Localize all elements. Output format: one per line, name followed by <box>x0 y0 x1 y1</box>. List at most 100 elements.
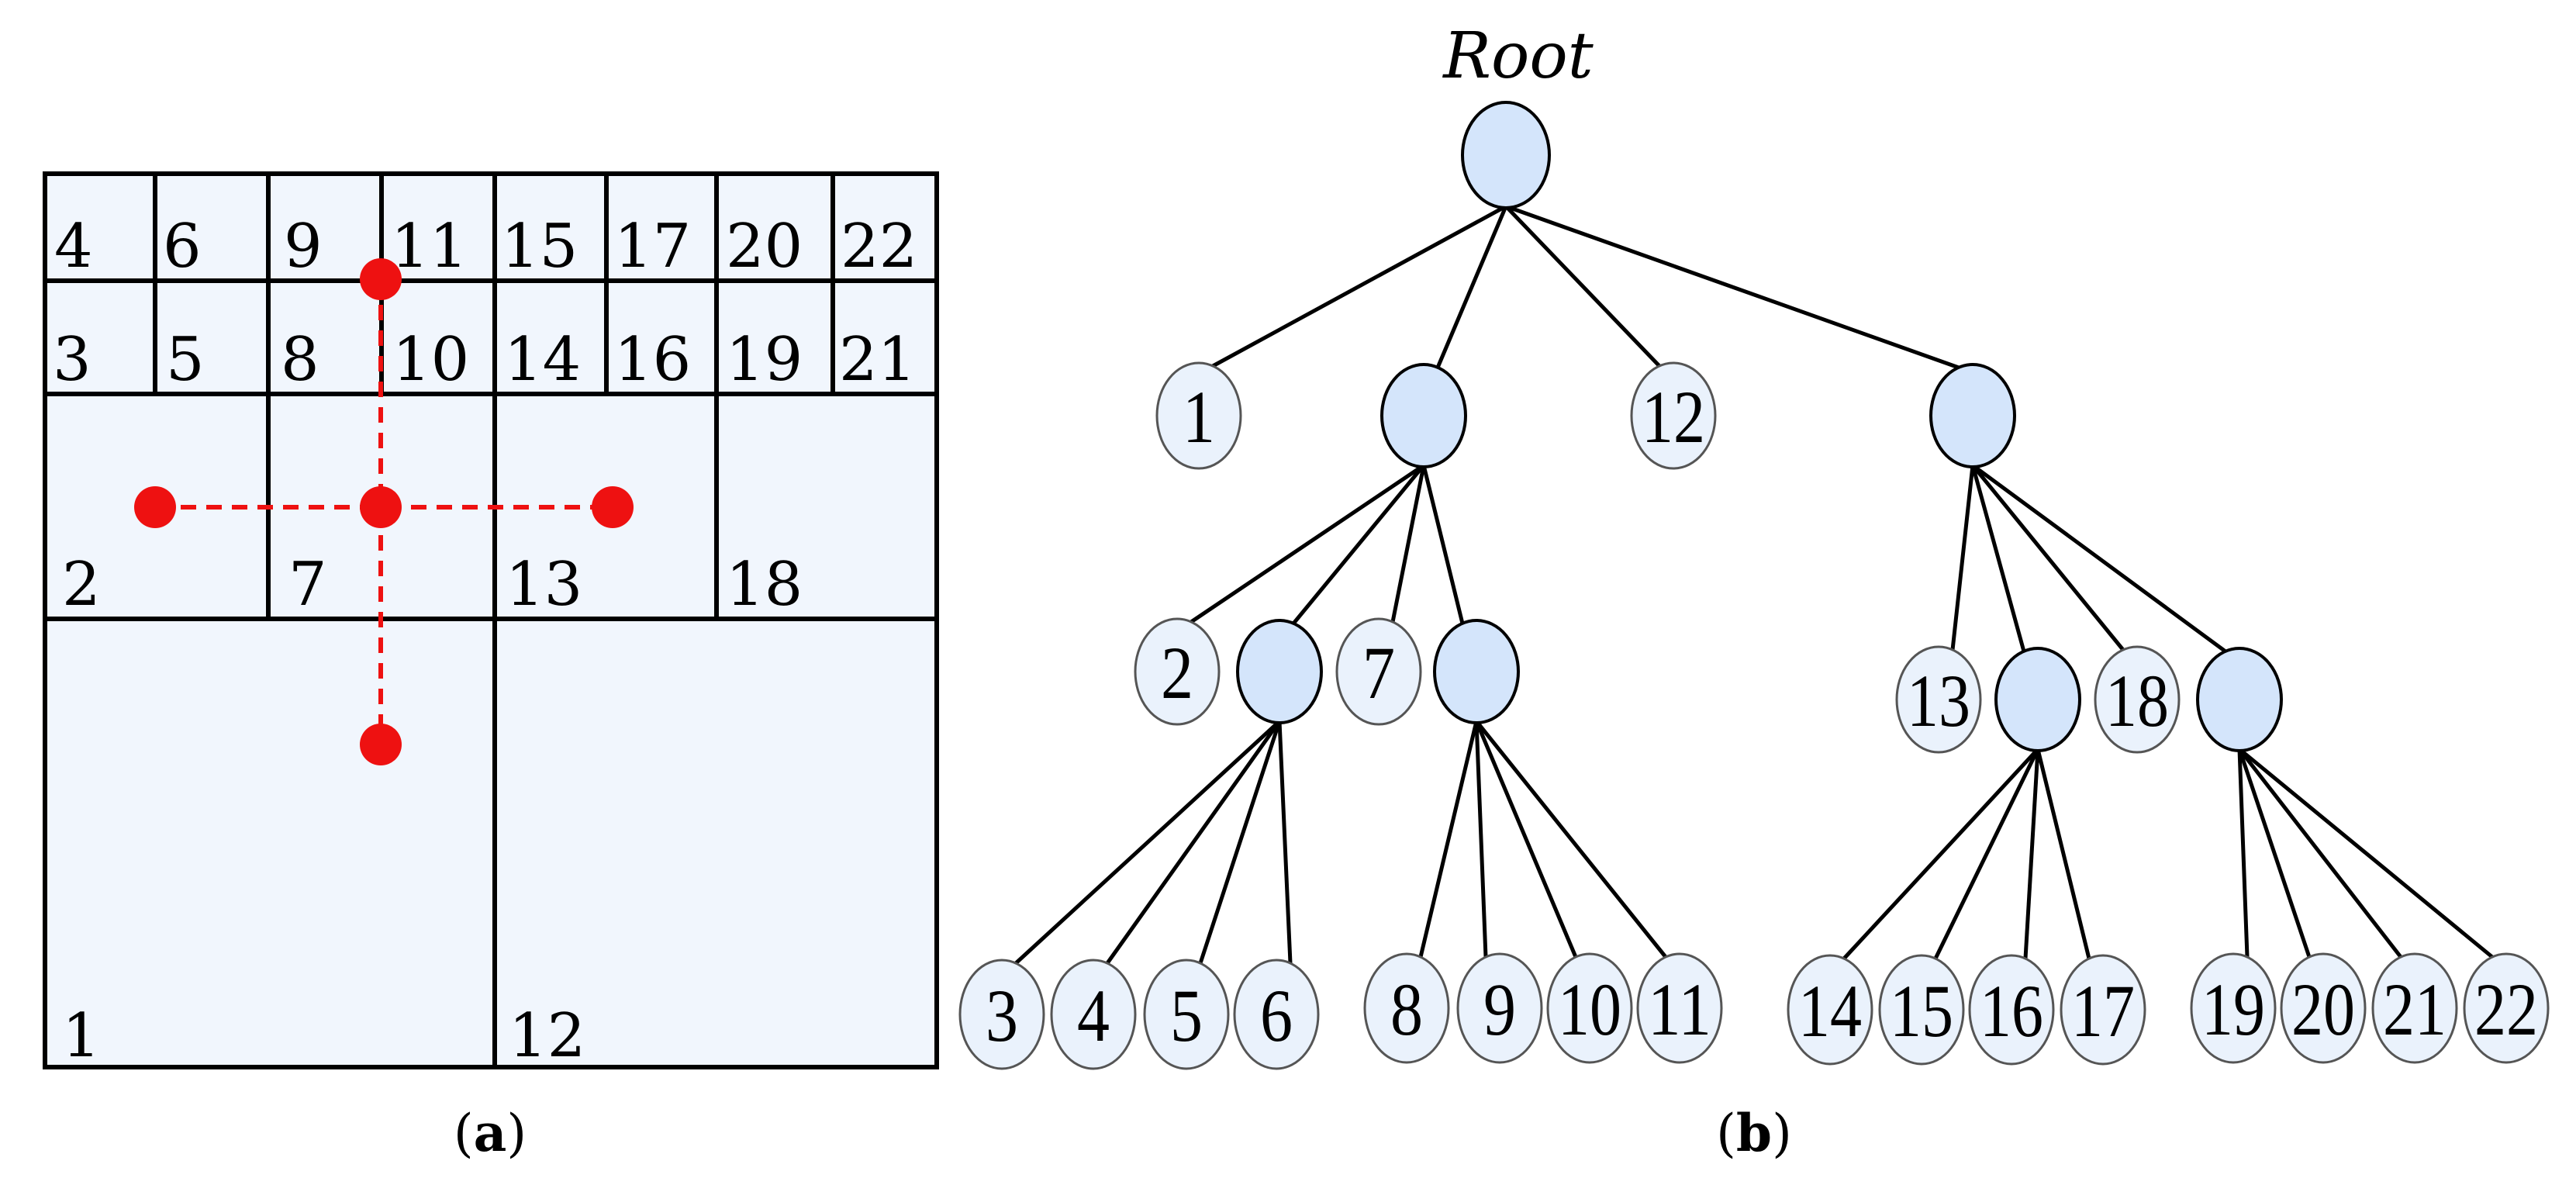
leaf-ellipse <box>1630 361 1717 470</box>
leaf-ellipse <box>2280 952 2367 1064</box>
tree-edge <box>1504 205 1661 368</box>
leaf-label: 8 <box>1390 968 1423 1051</box>
marker-dot <box>360 486 402 528</box>
tree-edge <box>1474 720 1578 958</box>
leaf-node: 22 <box>2463 952 2550 1064</box>
internal-node <box>1929 363 2016 468</box>
leaf-label: 12 <box>1642 375 1705 458</box>
leaf-label: 5 <box>1170 974 1203 1057</box>
cell-label: 6 <box>163 212 202 282</box>
tree-edge <box>1950 465 1975 651</box>
panel-a-grid: 1 12 2 7 13 18 3 5 8 10 14 16 19 21 4 6 … <box>43 171 939 1163</box>
tree-edge <box>2237 748 2250 958</box>
leaf-node: 3 <box>958 959 1045 1070</box>
leaf-label: 9 <box>1483 968 1516 1051</box>
tree-edge <box>1277 720 1293 964</box>
marker-dot <box>592 486 634 528</box>
internal-node <box>1380 363 1467 468</box>
cell-label: 4 <box>54 212 93 282</box>
panel-a-caption: (a) <box>454 1103 527 1163</box>
leaf-node: 21 <box>2371 952 2458 1064</box>
leaf-node: 11 <box>1636 952 1723 1064</box>
tree-edge <box>1970 465 2026 652</box>
leaf-node: 5 <box>1143 959 1230 1070</box>
node-ellipse <box>1236 619 1323 724</box>
leaf-ellipse <box>2371 952 2458 1064</box>
leaf-label: 13 <box>1907 659 1970 742</box>
leaf-node: 6 <box>1233 959 1320 1070</box>
leaf-ellipse <box>1787 954 1873 1066</box>
cell-label: 9 <box>284 212 323 282</box>
leaf-label: 4 <box>1077 974 1110 1057</box>
tree-edge <box>1418 720 1479 958</box>
leaf-label: 19 <box>2201 968 2265 1051</box>
root-label: Root <box>1442 19 1594 93</box>
cell-label: 16 <box>614 325 691 395</box>
cell-label: 15 <box>501 212 578 282</box>
leaf-ellipse <box>2060 954 2146 1066</box>
leaf-label: 3 <box>986 974 1018 1057</box>
cell-label: 13 <box>506 550 582 620</box>
leaf-ellipse <box>2463 952 2550 1064</box>
leaf-node: 10 <box>1546 952 1633 1064</box>
leaf-node: 13 <box>1895 645 1982 754</box>
leaf-node: 15 <box>1878 954 1965 1066</box>
leaf-ellipse <box>1050 959 1137 1070</box>
cell-label: 5 <box>166 325 205 395</box>
tree-edge <box>2238 748 2402 959</box>
leaf-node: 8 <box>1363 952 1450 1064</box>
marker-dot <box>360 258 402 300</box>
leaf-node: 9 <box>1456 952 1543 1064</box>
cell-label: 18 <box>726 550 803 620</box>
leaf-label: 18 <box>2105 659 2169 742</box>
leaf-ellipse <box>958 959 1045 1070</box>
leaf-label: 11 <box>1648 968 1711 1051</box>
leaf-ellipse <box>1134 617 1221 726</box>
leaf-label: 1 <box>1183 375 1215 458</box>
tree-edge <box>1435 206 1508 368</box>
leaf-label: 20 <box>2291 968 2355 1051</box>
tree-edge <box>1842 748 2039 960</box>
leaf-ellipse <box>1143 959 1230 1070</box>
cell-label: 20 <box>726 212 803 282</box>
leaf-node: 12 <box>1630 361 1717 470</box>
leaf-ellipse <box>1546 952 1633 1064</box>
tree-edge <box>2036 748 2091 959</box>
leaf-node: 14 <box>1787 954 1873 1066</box>
tree-edge <box>1190 463 1425 624</box>
tree-edge <box>1933 748 2040 960</box>
marker-dot <box>134 486 176 528</box>
leaf-ellipse <box>1363 952 1450 1064</box>
node-ellipse <box>1929 363 2016 468</box>
tree-edge <box>2023 748 2040 959</box>
leaf-ellipse <box>1968 954 2055 1066</box>
internal-node <box>1433 619 1520 724</box>
leaf-label: 2 <box>1161 631 1193 714</box>
cell-label: 8 <box>281 325 319 395</box>
cell-label: 1 <box>62 1001 101 1071</box>
node-ellipse <box>1994 647 2081 752</box>
node-ellipse <box>1380 363 1467 468</box>
tree-edge <box>1211 204 1507 368</box>
tree-edge <box>2237 748 2312 958</box>
tree-edge <box>1014 720 1281 965</box>
leaf-label: 10 <box>1558 968 1621 1051</box>
leaf-ellipse <box>1233 959 1320 1070</box>
leaf-node: 19 <box>2190 952 2277 1064</box>
leaf-label: 22 <box>2474 968 2538 1051</box>
tree-edge <box>1971 464 2125 651</box>
cell-label: 12 <box>509 1001 585 1071</box>
cell-label: 11 <box>391 212 468 282</box>
leaf-label: 14 <box>1798 969 1862 1052</box>
leaf-label: 15 <box>1890 969 1953 1052</box>
leaf-node: 1 <box>1155 361 1242 470</box>
tree-edge <box>1292 464 1425 625</box>
node-ellipse <box>2196 647 2283 752</box>
cell-label: 17 <box>614 212 691 282</box>
leaf-node: 16 <box>1968 954 2055 1066</box>
node-ellipse <box>1433 619 1520 724</box>
tree-edge <box>1390 465 1426 623</box>
leaf-node: 2 <box>1134 617 1221 726</box>
